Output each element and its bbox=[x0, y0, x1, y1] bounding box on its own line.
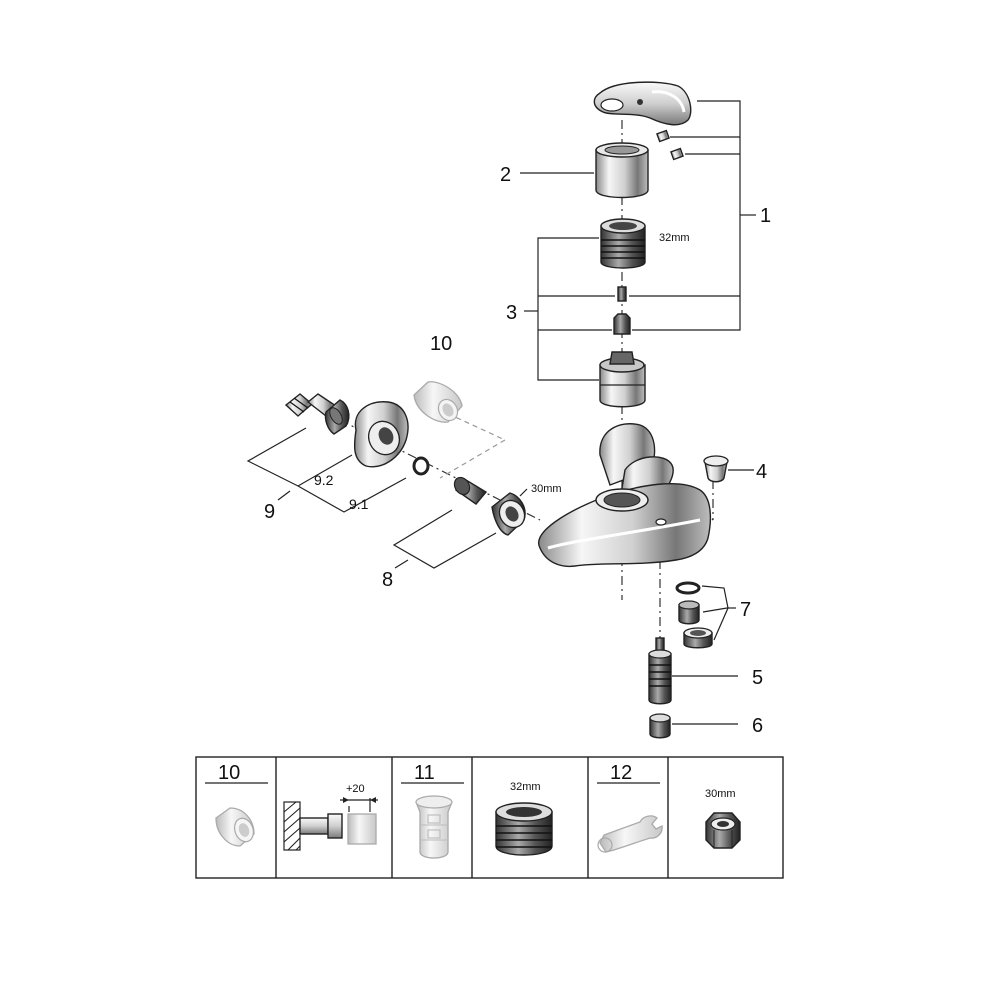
callout-2: 2 bbox=[500, 164, 511, 186]
accessory-cartridge-tool-icon bbox=[415, 795, 453, 859]
callout-6: 6 bbox=[752, 715, 763, 737]
callout-1-bracket bbox=[629, 100, 756, 331]
callout-3-bracket bbox=[524, 237, 615, 381]
ceramic-cartridge bbox=[599, 351, 646, 408]
accessory-30mm-nut-icon bbox=[705, 812, 741, 849]
lever-handle bbox=[593, 81, 692, 126]
dim-32mm: 32mm bbox=[659, 232, 690, 244]
callout-9-1: 9.1 bbox=[349, 496, 369, 512]
accessory-dim-plus20: +20 bbox=[346, 783, 365, 795]
dim-30mm: 30mm bbox=[531, 483, 562, 495]
callout-7: 7 bbox=[740, 599, 751, 621]
cartridge-small-screw bbox=[617, 286, 627, 302]
cover-cap bbox=[703, 455, 754, 483]
accessory-wall-extension-icon bbox=[283, 797, 378, 851]
s-union-connector bbox=[284, 393, 350, 435]
accessory-wrench-icon bbox=[597, 815, 663, 853]
accessory-extension-icon bbox=[215, 807, 255, 847]
callout-3: 3 bbox=[506, 302, 517, 324]
wall-rosette bbox=[353, 401, 409, 468]
sleeve-cover bbox=[520, 142, 649, 199]
dim-30mm-leader bbox=[519, 488, 528, 497]
lever-screw bbox=[656, 129, 684, 161]
cartridge-nut-32mm bbox=[600, 218, 646, 269]
accessory-dim-30mm: 30mm bbox=[705, 788, 736, 800]
rosette-washer bbox=[412, 456, 430, 476]
accessory-dim-32mm: 32mm bbox=[510, 781, 541, 793]
callout-8: 8 bbox=[382, 569, 393, 591]
cartridge-adapter bbox=[613, 313, 631, 335]
callout-7-bracket bbox=[701, 585, 736, 641]
accessory-label-12: 12 bbox=[610, 762, 632, 784]
spindle-nut bbox=[649, 713, 738, 739]
callout-8-bracket bbox=[392, 509, 497, 569]
mixer-body bbox=[538, 423, 712, 568]
accessory-32mm-nut-icon bbox=[495, 802, 553, 856]
aerator-parts bbox=[675, 581, 713, 649]
accessory-label-11: 11 bbox=[414, 762, 435, 784]
extension-ghost bbox=[413, 381, 463, 423]
callout-9: 9 bbox=[264, 501, 275, 523]
callout-9-bracket bbox=[246, 427, 407, 513]
callout-10: 10 bbox=[430, 333, 452, 355]
callout-9-2: 9.2 bbox=[314, 472, 334, 488]
eccentric-connector bbox=[453, 476, 526, 536]
callout-4: 4 bbox=[756, 461, 767, 483]
accessory-label-10: 10 bbox=[218, 762, 240, 784]
diverter-spindle bbox=[648, 637, 738, 705]
callout-5: 5 bbox=[752, 667, 763, 689]
callout-1: 1 bbox=[760, 205, 771, 227]
accessories-table bbox=[195, 756, 784, 879]
